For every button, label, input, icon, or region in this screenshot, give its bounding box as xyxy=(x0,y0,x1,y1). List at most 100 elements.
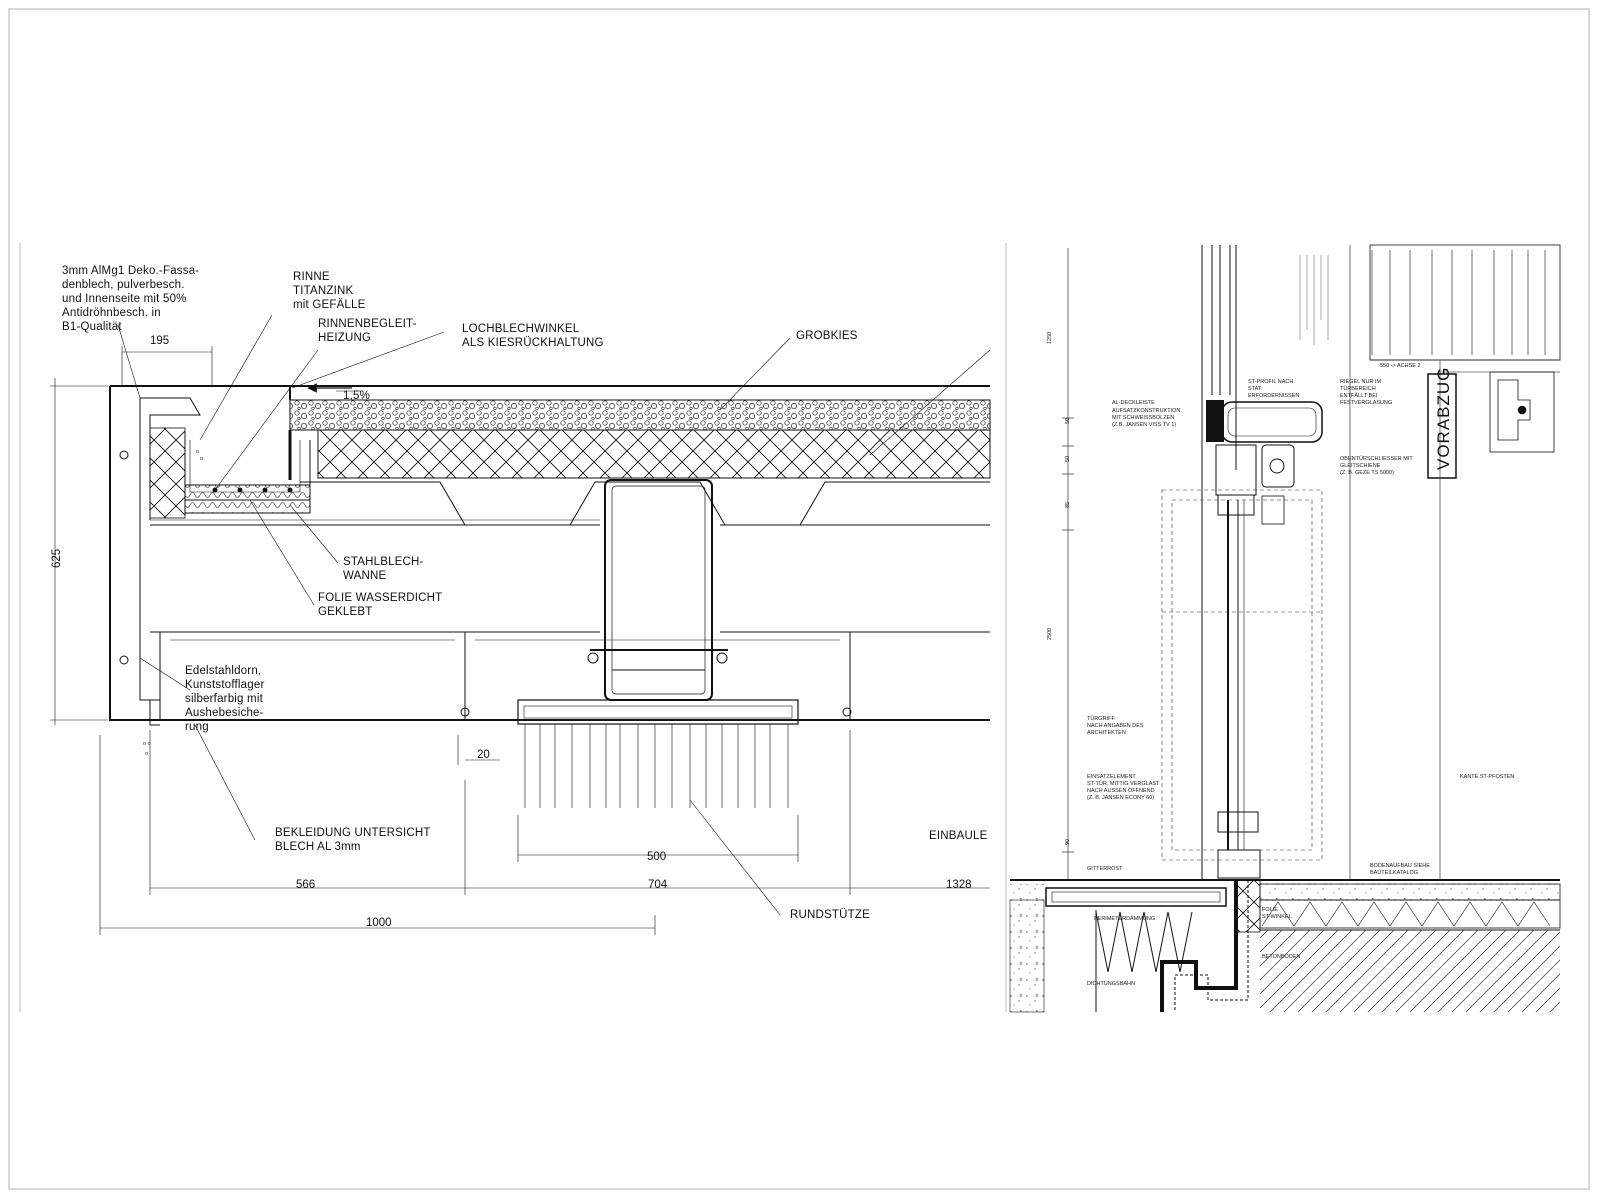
svg-text:AUFSATZKONSTRUKTION: AUFSATZKONSTRUKTION xyxy=(1112,408,1180,414)
svg-text:o o: o o xyxy=(143,741,151,747)
einsatz-note: EINSATZELEMENT ST-TÜR, MITTIG VERGLAST N… xyxy=(1087,774,1160,801)
svg-text:TÜRGRIFF: TÜRGRIFF xyxy=(1087,715,1115,722)
bekleidung-note: BEKLEIDUNG UNTERSICHT BLECH AL 3mm xyxy=(275,827,430,853)
svg-text:LOCHBLECHWINKEL: LOCHBLECHWINKEL xyxy=(462,323,580,335)
dim-500: 500 xyxy=(647,851,666,863)
svg-text:RINNENBEGLEIT-: RINNENBEGLEIT- xyxy=(318,318,417,330)
grobkies-note: GROBKIES xyxy=(796,330,858,342)
svg-text:FOLIE: FOLIE xyxy=(1262,907,1278,913)
gitterrost-note: GITTERROST xyxy=(1087,866,1123,872)
leader-lines xyxy=(117,314,991,916)
waterproofing-membrane xyxy=(1160,880,1238,1012)
slope-label: 1,5% xyxy=(343,390,370,402)
svg-text:ERFORDERNISSEN: ERFORDERNISSEN xyxy=(1248,393,1299,399)
achse-note: 550 -> ACHSE 2 xyxy=(1380,363,1421,369)
kante-note: KANTE ST-PFOSTEN xyxy=(1460,774,1514,780)
round-column-hatch xyxy=(524,724,789,808)
rinne-note: RINNE TITANZINK mit GEFÄLLE xyxy=(293,271,366,311)
vorabzug-stamp: VORABZUG xyxy=(1427,367,1457,479)
dim-195: 195 xyxy=(150,335,169,347)
dim-1250: 1250 xyxy=(1047,332,1053,344)
svg-text:TÜRBEREICH: TÜRBEREICH xyxy=(1340,385,1376,392)
dimension-lines xyxy=(50,346,990,935)
panel-note: 3mm AlMg1 Deko.-Fassa- denblech, pulverb… xyxy=(62,265,199,333)
svg-text:ST-PROFIL NACH: ST-PROFIL NACH xyxy=(1248,379,1293,385)
dichtung-note: DICHTUNGSBAHN xyxy=(1087,981,1135,987)
einbaule-note: EINBAULE xyxy=(929,830,988,842)
svg-text:WANNE: WANNE xyxy=(343,570,387,582)
svg-text:mit GEFÄLLE: mit GEFÄLLE xyxy=(293,299,366,311)
tuergriff-note: TÜRGRIFF NACH ANGABEN DES ARCHITEKTEN xyxy=(1087,715,1144,736)
door-leaf xyxy=(1161,489,1323,879)
st-profil-note: ST-PROFIL NACH STAT. ERFORDERNISSEN xyxy=(1248,379,1299,399)
obentuer-note: OBENTÜRSCHLIESSER MIT GLEITSCHIENE (Z. B… xyxy=(1340,455,1413,476)
riegel-note: RIEGEL NUR IM TÜRBEREICH ENTFÄLLT BEI FE… xyxy=(1340,379,1392,406)
svg-text:denblech, pulverbesch.: denblech, pulverbesch. xyxy=(62,279,185,291)
perimeter-insulation xyxy=(1095,911,1193,973)
dim-625: 625 xyxy=(51,549,63,568)
dim-704: 704 xyxy=(648,879,668,891)
bodenaufbau-note: BODENAUFBAU SIEHE BAUTEILKATALOG xyxy=(1370,863,1430,876)
lochblech-note: LOCHBLECHWINKEL ALS KIESRÜCKHALTUNG xyxy=(462,323,603,349)
vertical-dimension-chain xyxy=(1062,248,1074,880)
svg-text:o: o xyxy=(200,456,203,462)
svg-text:TITANZINK: TITANZINK xyxy=(293,285,353,297)
svg-text:STAT.: STAT. xyxy=(1248,386,1263,392)
svg-text:NACH ANGABEN DES: NACH ANGABEN DES xyxy=(1087,723,1144,729)
svg-text:GEKLEBT: GEKLEBT xyxy=(318,606,372,618)
svg-text:ENTFÄLLT BEI: ENTFÄLLT BEI xyxy=(1340,392,1378,399)
svg-text:BODENAUFBAU SIEHE: BODENAUFBAU SIEHE xyxy=(1370,863,1430,869)
svg-text:B1-Qualität: B1-Qualität xyxy=(62,321,122,333)
svg-text:NACH AUSSEN ÖFFNEND: NACH AUSSEN ÖFFNEND xyxy=(1087,787,1155,794)
svg-text:ST-TÜR, MITTIG VERGLAST: ST-TÜR, MITTIG VERGLAST xyxy=(1087,780,1160,787)
svg-text:OBENTÜRSCHLIESSER MIT: OBENTÜRSCHLIESSER MIT xyxy=(1340,455,1413,462)
dim-90: 90 xyxy=(1065,839,1071,845)
svg-text:3mm AlMg1 Deko.-Fassa-: 3mm AlMg1 Deko.-Fassa- xyxy=(62,265,199,277)
stahlblech-note: STAHLBLECH- WANNE xyxy=(343,556,424,582)
trapezoidal-deck xyxy=(300,481,990,526)
svg-text:ARCHITEKTEN: ARCHITEKTEN xyxy=(1087,730,1126,736)
svg-text:rung: rung xyxy=(185,721,209,733)
svg-text:und Innenseite mit 50%: und Innenseite mit 50% xyxy=(62,293,187,305)
right-section-detail: 1250 50 50 85 2500 90 AL-DECKLEISTE AUFS… xyxy=(1005,243,1561,1013)
svg-text:FESTVERGLASUNG: FESTVERGLASUNG xyxy=(1340,400,1392,406)
svg-text:o: o xyxy=(196,449,199,455)
svg-text:MIT SCHWEISSBOLZEN: MIT SCHWEISSBOLZEN xyxy=(1112,415,1174,421)
svg-text:Aushebesiche-: Aushebesiche- xyxy=(185,707,264,719)
svg-text:ST-WINKEL: ST-WINKEL xyxy=(1262,914,1292,920)
soffit-line xyxy=(109,386,990,721)
al-deckleiste-note: AL-DECKLEISTE AUFSATZKONSTRUKTION MIT SC… xyxy=(1112,400,1180,428)
svg-text:HEIZUNG: HEIZUNG xyxy=(318,332,371,344)
dim-50b: 50 xyxy=(1065,456,1071,462)
dim-20: 20 xyxy=(477,749,490,761)
folie-note: FOLIE WASSERDICHT GEKLEBT xyxy=(318,592,442,618)
heizung-note: RINNENBEGLEIT- HEIZUNG xyxy=(318,318,417,344)
svg-text:FOLIE WASSERDICHT: FOLIE WASSERDICHT xyxy=(318,592,442,604)
title-block xyxy=(1299,244,1561,453)
svg-text:STAHLBLECH-: STAHLBLECH- xyxy=(343,556,424,568)
steel-column-profile xyxy=(604,479,713,701)
floor-insulation xyxy=(1261,901,1551,927)
dim-50a: 50 xyxy=(1065,418,1071,424)
panel-insulation xyxy=(149,427,186,519)
svg-text:o: o xyxy=(145,751,148,757)
svg-text:EINSATZELEMENT: EINSATZELEMENT xyxy=(1087,774,1136,780)
dim-1000: 1000 xyxy=(366,917,392,929)
left-section-detail: oo o oo 1,5% xyxy=(19,243,991,1012)
dim-566: 566 xyxy=(296,879,315,891)
svg-text:Kunststofflager: Kunststofflager xyxy=(185,679,265,691)
svg-text:RIEGEL NUR IM: RIEGEL NUR IM xyxy=(1340,379,1381,385)
svg-text:AL-DECKLEISTE: AL-DECKLEISTE xyxy=(1112,400,1155,406)
svg-text:RINNE: RINNE xyxy=(293,271,330,283)
svg-text:VORABZUG: VORABZUG xyxy=(1434,367,1453,470)
rundstuetze-note: RUNDSTÜTZE xyxy=(790,909,870,921)
svg-text:Edelstahldorn,: Edelstahldorn, xyxy=(185,665,261,677)
svg-text:BLECH AL 3mm: BLECH AL 3mm xyxy=(275,841,361,853)
gravel-layer xyxy=(289,399,991,431)
dim-2500: 2500 xyxy=(1047,628,1053,640)
insulation-layer xyxy=(317,429,991,479)
concrete-slab xyxy=(1260,930,1560,1012)
perimeter-note: PERIMETERDÄMMUNG xyxy=(1094,915,1155,922)
svg-text:(Z.B. JANSEN VISS TV 1): (Z.B. JANSEN VISS TV 1) xyxy=(1112,422,1176,428)
